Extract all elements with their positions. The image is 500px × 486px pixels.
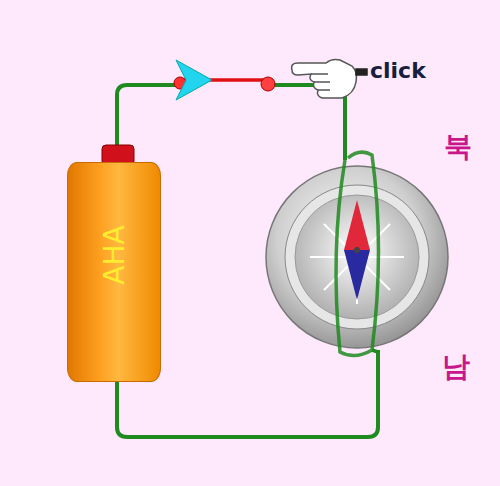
switch (174, 60, 275, 100)
south-label: 남 (442, 348, 470, 386)
wire (372, 350, 378, 352)
compass (266, 166, 448, 348)
north-label: 북 (444, 128, 472, 166)
click-label: click (370, 58, 426, 83)
battery-label: AHA (98, 225, 131, 284)
battery-body: AHA (67, 162, 161, 382)
coil-wire (336, 152, 379, 355)
pointing-hand (292, 59, 367, 98)
